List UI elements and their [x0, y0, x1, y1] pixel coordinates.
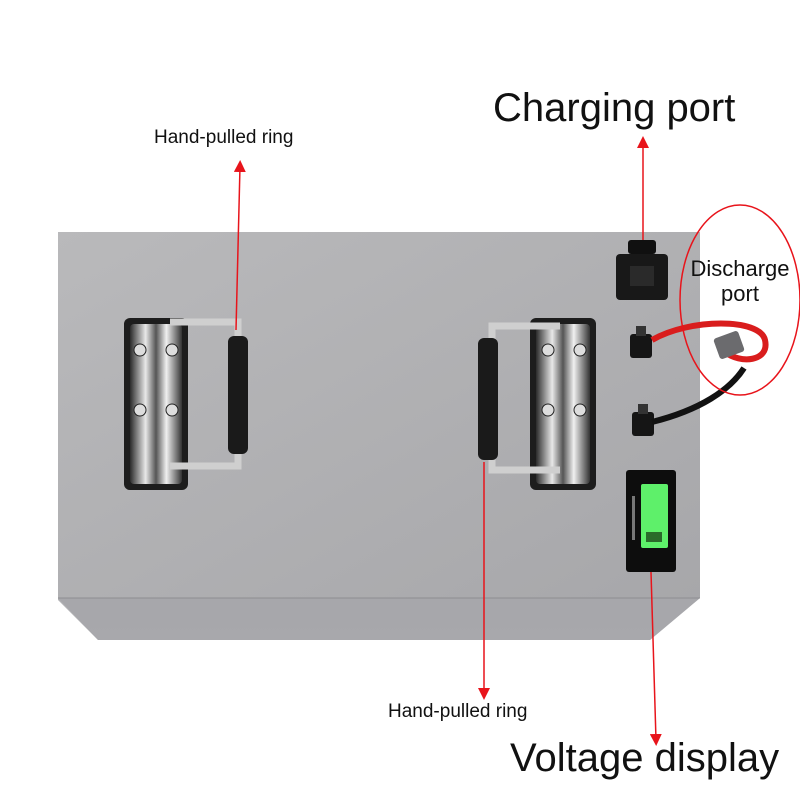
hand-pulled-ring-top-label: Hand-pulled ring	[154, 127, 294, 148]
discharge-connector-icon	[630, 320, 769, 436]
charging-port-label: Charging port	[493, 86, 736, 130]
voltage-display-label: Voltage display	[510, 736, 780, 780]
discharge-port-highlight	[679, 204, 800, 396]
top-ring-arrow	[233, 160, 246, 331]
voltage-display-arrow	[649, 571, 662, 746]
discharge-port-label: Discharge port	[688, 256, 792, 307]
discharge-port-label-line2: port	[721, 281, 759, 307]
left-handle-icon	[124, 318, 248, 490]
charging-port-icon	[616, 240, 668, 300]
right-handle-icon	[478, 318, 596, 490]
annotation-arrows	[233, 136, 662, 746]
discharge-port-label-line1: Discharge	[690, 256, 790, 281]
voltage-display-icon	[626, 470, 676, 572]
hand-pulled-ring-bottom-label: Hand-pulled ring	[388, 701, 528, 722]
